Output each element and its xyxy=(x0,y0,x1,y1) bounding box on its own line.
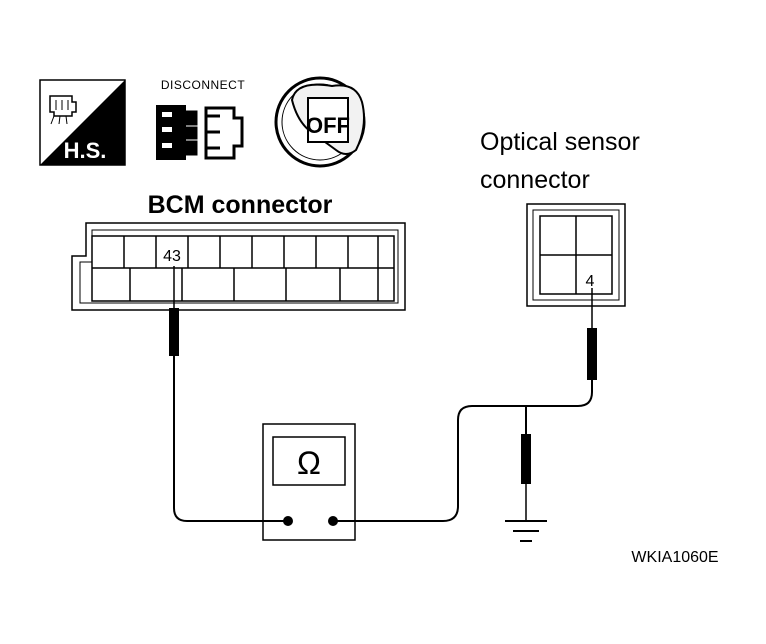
bcm-probe xyxy=(169,266,179,372)
optical-probe xyxy=(587,288,597,380)
disconnect-icon: DISCONNECT xyxy=(156,78,245,160)
optical-pin-label: 4 xyxy=(586,273,595,290)
bcm-connector: 43 xyxy=(71,222,406,311)
ignition-off-icon: OFF xyxy=(274,76,366,168)
ohm-symbol: Ω xyxy=(297,445,321,481)
bcm-pin-label: 43 xyxy=(163,248,181,265)
test-leads xyxy=(173,372,593,522)
bcm-connector-title: BCM connector xyxy=(148,191,333,219)
hs-label: H.S. xyxy=(64,138,107,163)
ignition-off-label: OFF xyxy=(306,113,350,138)
harness-side-icon: H.S. xyxy=(39,79,126,166)
ground-probe xyxy=(505,406,547,542)
ohmmeter: Ω xyxy=(262,423,356,541)
ground-symbol-icon xyxy=(505,520,547,542)
optical-connector-title-line1: Optical sensor xyxy=(480,128,640,156)
figure-code: WKIA1060E xyxy=(631,549,718,566)
optical-connector-title-line2: connector xyxy=(480,166,590,194)
optical-sensor-connector: 4 xyxy=(526,203,626,307)
disconnect-label: DISCONNECT xyxy=(161,78,246,92)
